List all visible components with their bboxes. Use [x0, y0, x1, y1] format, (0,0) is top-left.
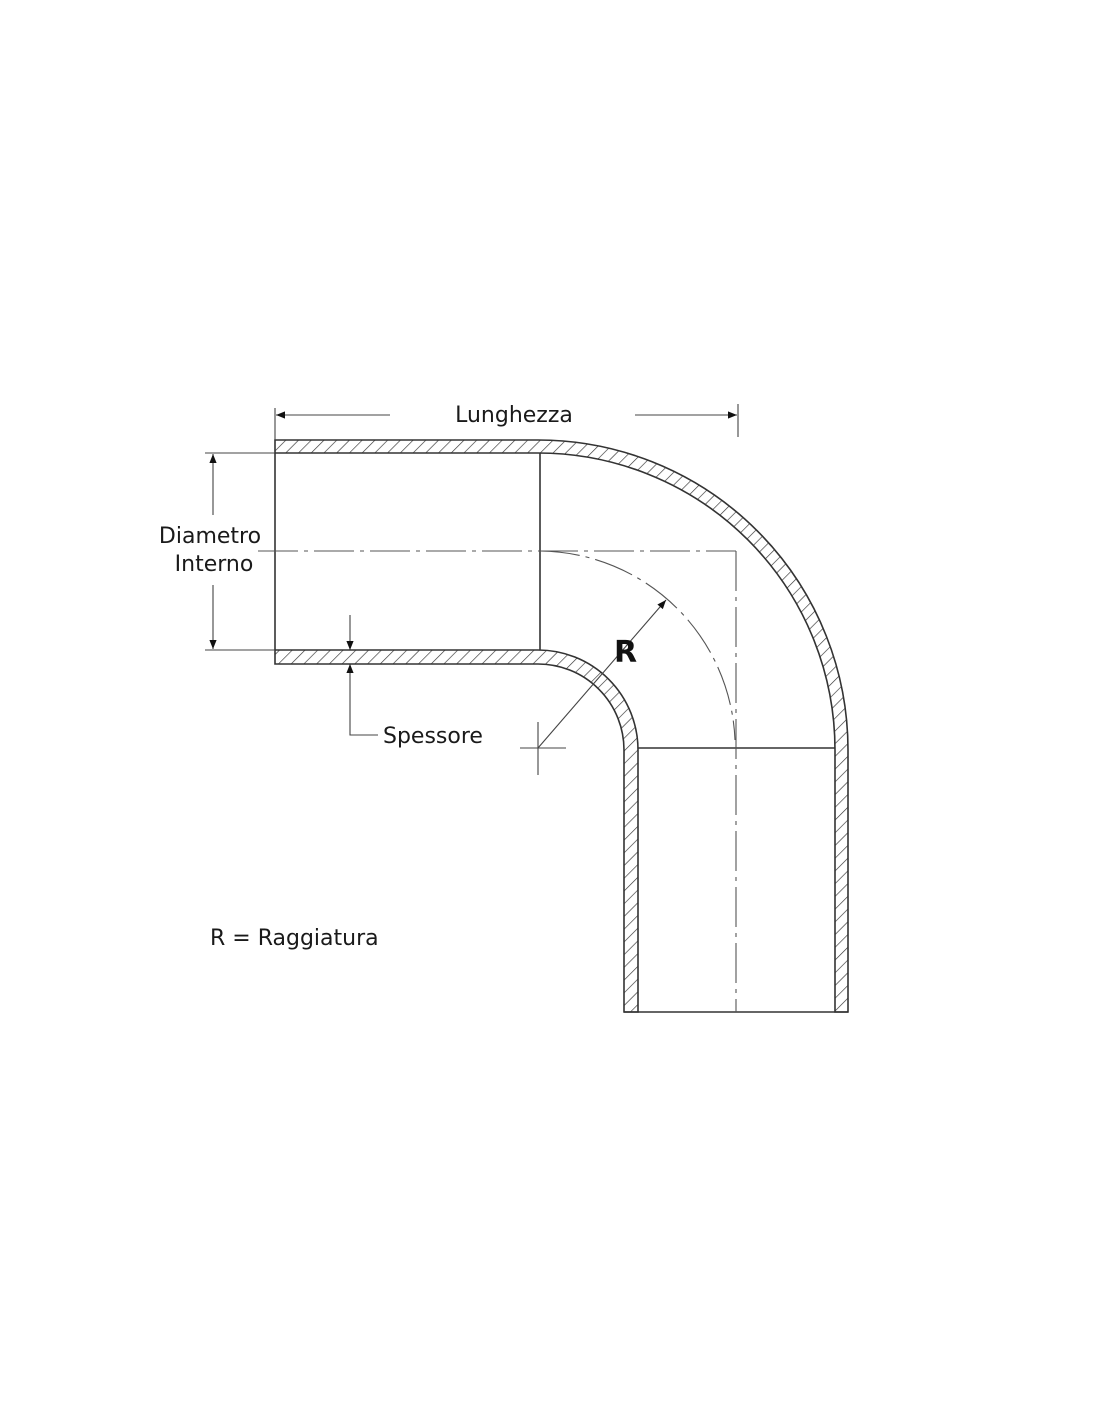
centerline-arc [539, 550, 736, 741]
diameter-label-1: Diametro [159, 524, 261, 549]
radius-label: R [614, 635, 637, 670]
radius-legend: R = Raggiatura [210, 926, 379, 951]
thickness-leader [349, 700, 378, 736]
inner-wall [274, 649, 639, 1013]
length-label: Lunghezza [455, 403, 573, 428]
thickness-label: Spessore [383, 724, 483, 749]
diameter-label-2: Interno [175, 552, 254, 577]
radius-arrow [537, 599, 667, 749]
